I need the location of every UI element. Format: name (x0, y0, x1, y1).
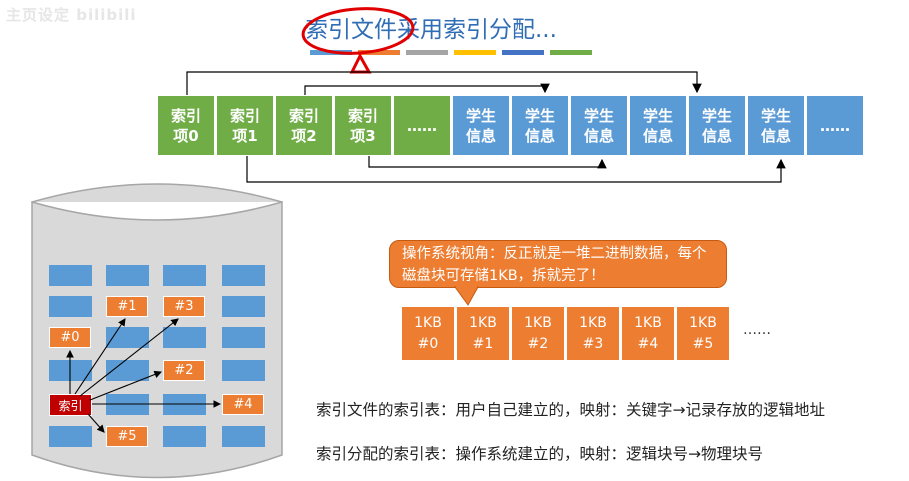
index-entry-2: 索引 项2 (275, 95, 333, 156)
stripe (502, 50, 544, 55)
student-record: 学生 信息 (629, 95, 687, 156)
index-entry-3: 索引 项3 (334, 95, 392, 156)
kb-block: 1KB #1 (456, 306, 510, 361)
arrow-index3 (368, 156, 607, 169)
os-view-callout: 操作系统视角：反正就是一堆二进制数据，每个磁盘块可存储1KB，拆就完了！ (389, 240, 727, 288)
student-record: 学生 信息 (747, 95, 805, 156)
kb-block: 1KB #4 (621, 306, 675, 361)
disk-block (222, 265, 265, 286)
arrow-to-block-5 (87, 413, 105, 433)
arrow-to-block-2 (89, 370, 163, 401)
index-block: 索引 (49, 394, 92, 416)
disk-block-1: #1 (106, 296, 148, 317)
student-record: 学生 信息 (452, 95, 510, 156)
student-record: 学生 信息 (570, 95, 628, 156)
kb-block: 1KB #2 (511, 306, 565, 361)
disk-block (163, 426, 206, 447)
index-allocation-table-desc: 索引分配的索引表：操作系统建立的，映射：逻辑块号→物理块号 (316, 445, 763, 463)
watermark: 主页设定 bilibili (6, 6, 137, 24)
disk-block-0: #0 (49, 327, 91, 348)
student-record-ellipsis: …… (806, 95, 864, 156)
arrow-index0 (186, 71, 702, 95)
kb-block: 1KB #3 (566, 306, 620, 361)
slide-title: 索引文件采用索引分配... (305, 17, 557, 43)
stripe (358, 50, 400, 55)
stripe (550, 50, 592, 55)
disk-block (49, 296, 92, 317)
kb-ellipsis: …… (743, 322, 771, 338)
index-entry-0: 索引 项0 (157, 95, 215, 156)
disk-block-3: #3 (163, 296, 205, 317)
disk-block (106, 265, 149, 286)
disk-block (222, 296, 265, 317)
disk-block (49, 426, 92, 447)
kb-block: 1KB #5 (676, 306, 730, 361)
arrow-index1 (246, 156, 786, 183)
disk-block-4: #4 (222, 394, 264, 415)
arrow-index2 (304, 83, 550, 95)
arrow-to-block-1 (74, 318, 126, 395)
index-entry-1: 索引 项1 (216, 95, 274, 156)
stripe (406, 50, 448, 55)
disk-block (222, 426, 265, 447)
index-file-table-desc: 索引文件的索引表：用户自己建立的，映射：关键字→记录存放的逻辑地址 (316, 401, 825, 419)
disk-block (222, 327, 265, 348)
disk-block-5: #5 (106, 426, 148, 447)
student-record: 学生 信息 (511, 95, 569, 156)
disk-block-2: #2 (163, 360, 205, 381)
stripe (454, 50, 496, 55)
disk-block (163, 327, 206, 348)
disk-cylinder (31, 201, 283, 479)
red-circle-annotation (301, 7, 415, 55)
disk-block (163, 265, 206, 286)
index-entry-ellipsis: …… (393, 95, 451, 156)
kb-block: 1KB #0 (401, 306, 455, 361)
student-record: 学生 信息 (688, 95, 746, 156)
disk-block (49, 265, 92, 286)
disk-block (106, 360, 149, 381)
arrow-to-block-3 (79, 318, 179, 397)
disk-block (222, 360, 265, 381)
